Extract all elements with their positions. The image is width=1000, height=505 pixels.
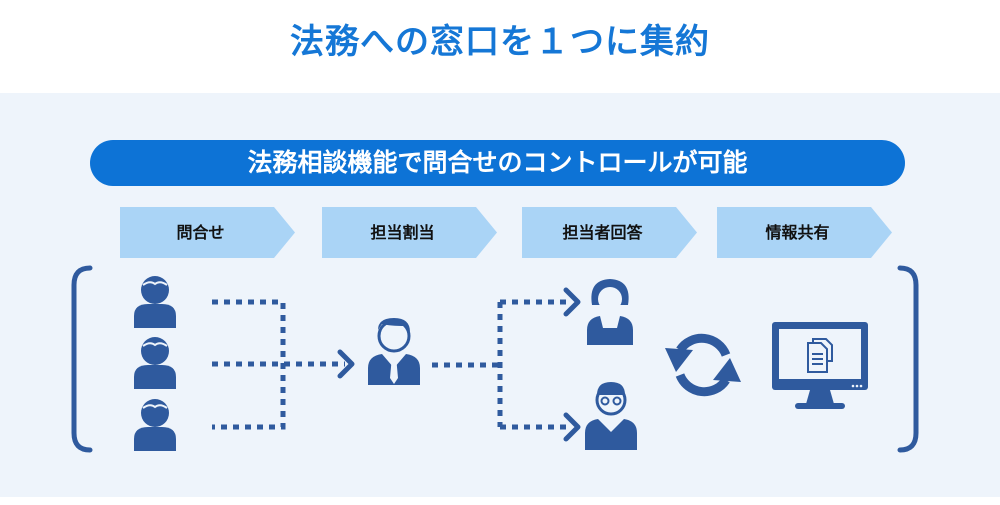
arrow-icon xyxy=(563,412,581,442)
arrow-icon xyxy=(563,287,581,317)
monitor-document-icon xyxy=(772,322,868,409)
feature-banner: 法務相談機能で問合せのコントロールが可能 xyxy=(90,140,905,186)
step-assignment: 担当割当 xyxy=(322,207,497,258)
manager-icon xyxy=(368,318,420,385)
user-icon xyxy=(134,337,176,389)
user-icon xyxy=(134,276,176,328)
sync-icon xyxy=(665,333,741,397)
right-bracket xyxy=(897,265,919,453)
staff-woman-icon xyxy=(587,279,633,345)
staff-man-glasses-icon xyxy=(585,382,637,450)
left-bracket xyxy=(71,265,93,453)
step-inquiry: 問合せ xyxy=(120,207,295,258)
user-icon xyxy=(134,399,176,451)
arrow-icon xyxy=(337,349,355,379)
step-answer: 担当者回答 xyxy=(522,207,697,258)
page-title: 法務への窓口を１つに集約 xyxy=(290,22,710,62)
step-sharing: 情報共有 xyxy=(717,207,892,258)
dotted-connectors xyxy=(212,299,570,430)
